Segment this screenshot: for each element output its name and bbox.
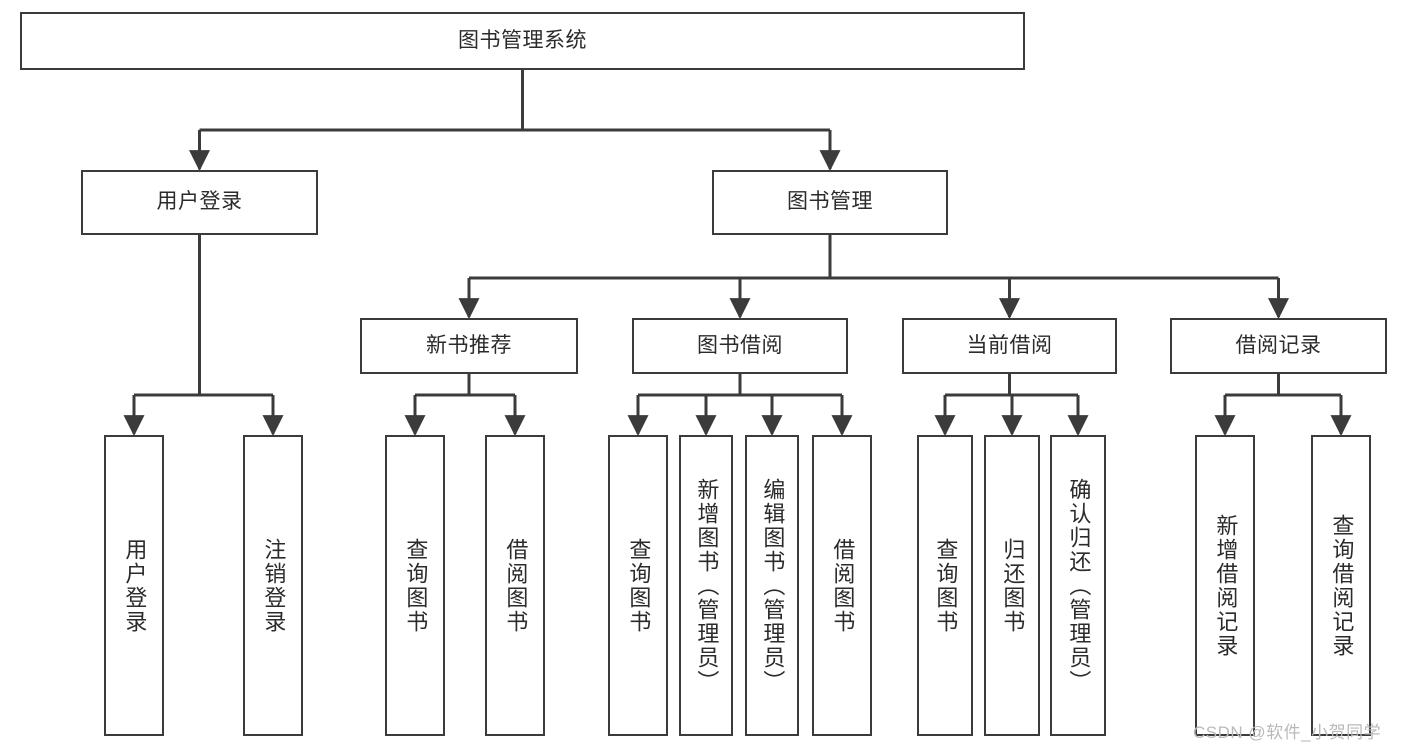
node-borrow: 图书借阅: [632, 318, 848, 374]
node-label: 借阅图书: [503, 537, 529, 634]
node-leaf-bo-borrow: 借阅图书: [812, 435, 872, 736]
node-leaf-user-login: 用户登录: [104, 435, 164, 736]
node-leaf-rec-query: 查询借阅记录: [1311, 435, 1371, 736]
node-label: 注销登录: [261, 537, 287, 634]
node-root: 图书管理系统: [20, 12, 1025, 70]
node-user-login: 用户登录: [81, 170, 318, 235]
node-current: 当前借阅: [902, 318, 1117, 374]
node-label: 图书借阅: [697, 333, 783, 357]
node-label: 查询图书: [403, 537, 429, 634]
node-leaf-user-logout: 注销登录: [243, 435, 303, 736]
watermark: CSDN @软件_小贺同学: [1193, 723, 1382, 742]
node-label: 用户登录: [122, 537, 148, 634]
node-book-mgmt: 图书管理: [712, 170, 948, 235]
node-label: 图书管理: [787, 190, 873, 214]
node-label: 查询图书: [626, 537, 652, 634]
node-label: 确认归还（管理员）: [1066, 477, 1092, 694]
node-leaf-cur-return: 归还图书: [984, 435, 1040, 736]
node-leaf-bo-edit: 编辑图书（管理员）: [745, 435, 799, 736]
node-leaf-bo-query: 查询图书: [608, 435, 668, 736]
node-leaf-nb-borrow: 借阅图书: [485, 435, 545, 736]
node-label: 当前借阅: [966, 333, 1053, 357]
node-leaf-nb-query: 查询图书: [385, 435, 445, 736]
node-leaf-bo-add: 新增图书（管理员）: [679, 435, 733, 736]
node-new-book: 新书推荐: [360, 318, 578, 374]
node-leaf-cur-query: 查询图书: [917, 435, 973, 736]
node-label: 新增借阅记录: [1213, 513, 1239, 658]
node-label: 借阅记录: [1235, 333, 1322, 357]
node-leaf-rec-add: 新增借阅记录: [1195, 435, 1255, 736]
node-label: 新增图书（管理员）: [694, 477, 720, 694]
node-label: 图书管理系统: [458, 28, 587, 52]
node-label: 查询借阅记录: [1329, 513, 1355, 658]
node-records: 借阅记录: [1170, 318, 1387, 374]
node-leaf-cur-confirm: 确认归还（管理员）: [1050, 435, 1106, 736]
node-label: 新书推荐: [426, 333, 512, 357]
node-label: 归还图书: [1000, 537, 1026, 634]
node-label: 借阅图书: [830, 537, 856, 634]
node-label: 用户登录: [156, 190, 243, 214]
node-label: 编辑图书（管理员）: [760, 477, 786, 694]
node-label: 查询图书: [933, 537, 959, 634]
